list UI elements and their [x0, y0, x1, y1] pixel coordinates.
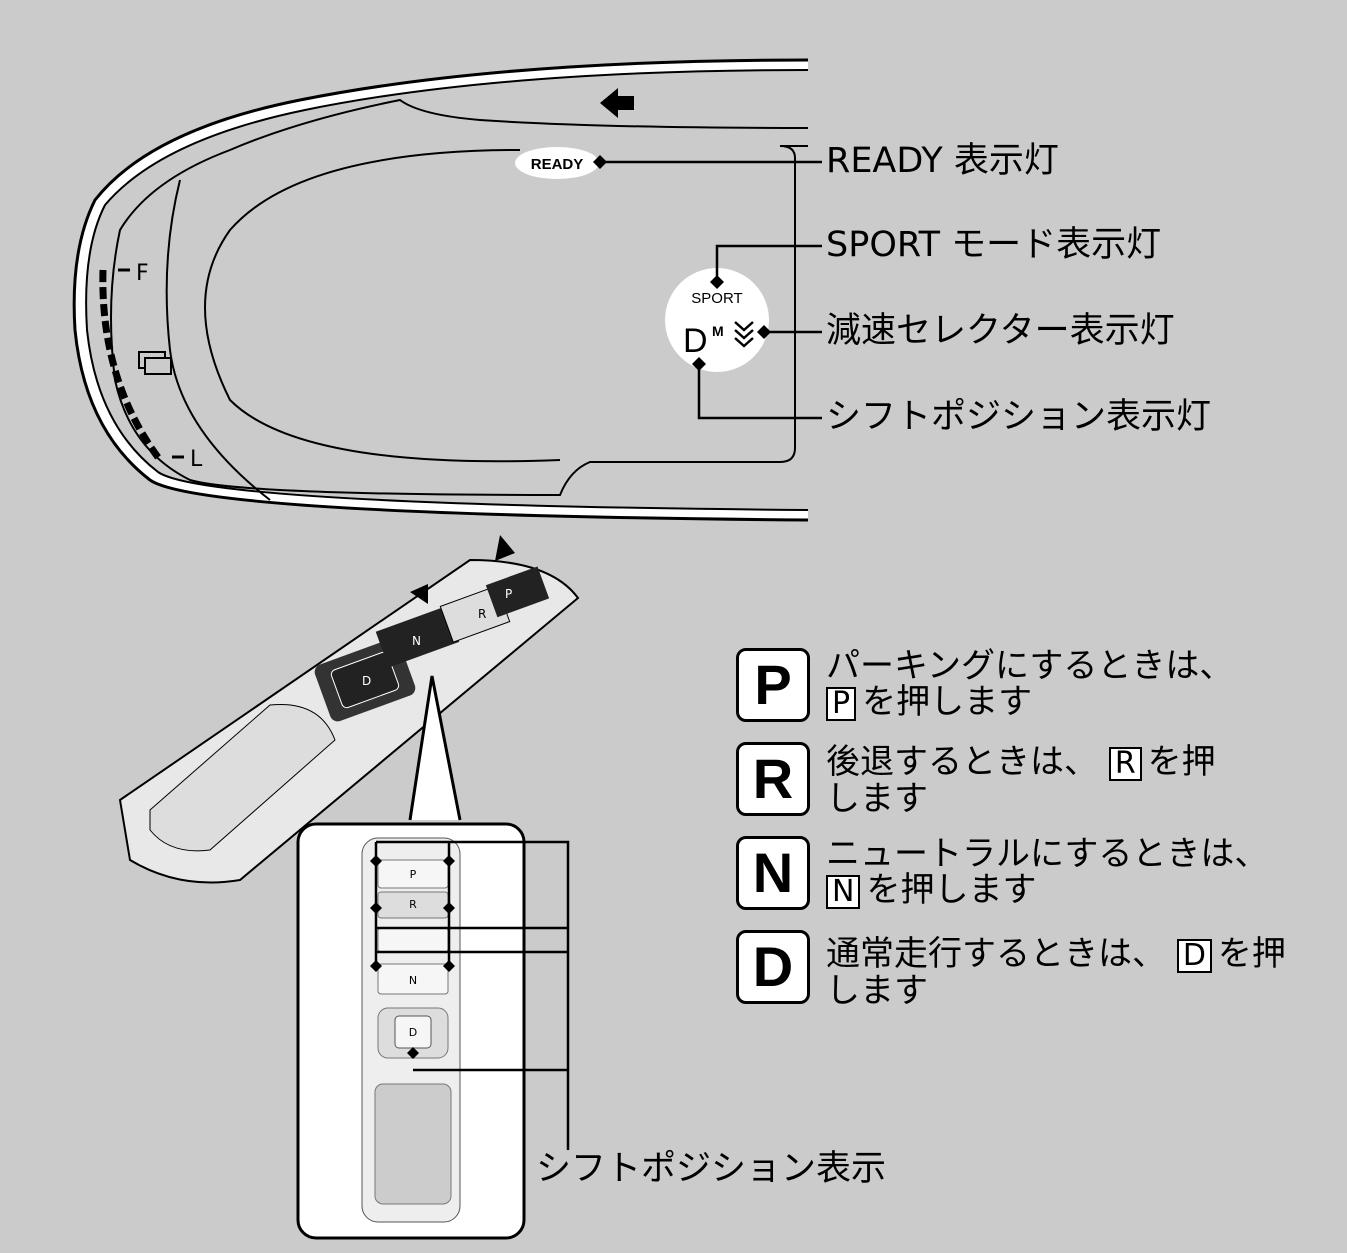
decel-selector-icon [734, 321, 754, 348]
r-key-icon: R [736, 742, 810, 816]
inset-console: P R N D [361, 837, 461, 1223]
decel-callout: 減速セレクター表示灯 [826, 311, 1175, 351]
shift-display-callout: シフトポジション表示 [536, 1149, 887, 1189]
gauge-low-label: L [190, 447, 203, 472]
console-p-button: P [505, 587, 512, 601]
gauge-full-label: F [136, 261, 149, 286]
leader-diamonds [593, 155, 771, 371]
shift-console: D N R P [118, 535, 580, 884]
instrument-cluster [72, 58, 809, 522]
n-key-icon: N [736, 836, 810, 910]
inset-n: N [409, 974, 417, 987]
mode-letter: M [712, 323, 724, 339]
arrow-left-icon [600, 88, 634, 118]
console-r-button: R [478, 607, 486, 621]
sport-callout: SPORT モード表示灯 [826, 225, 1162, 265]
inset-d: D [409, 1026, 417, 1039]
leader-lines [600, 160, 822, 420]
ready-indicator: READY [531, 156, 584, 173]
d-key-icon: D [736, 930, 810, 1004]
shift-position-indicator: D [683, 322, 708, 360]
battery-gauge: F L [99, 261, 203, 472]
sport-indicator: SPORT [691, 290, 742, 307]
ready-callout: READY 表示灯 [826, 141, 1059, 181]
inset-r: R [409, 898, 417, 911]
console-d-button: D [362, 674, 371, 688]
battery-icon [138, 351, 172, 375]
inset-p: P [410, 868, 417, 881]
p-key-icon: P [736, 648, 810, 722]
console-n-button: N [412, 634, 421, 648]
shift-callout: シフトポジション表示灯 [826, 397, 1212, 437]
